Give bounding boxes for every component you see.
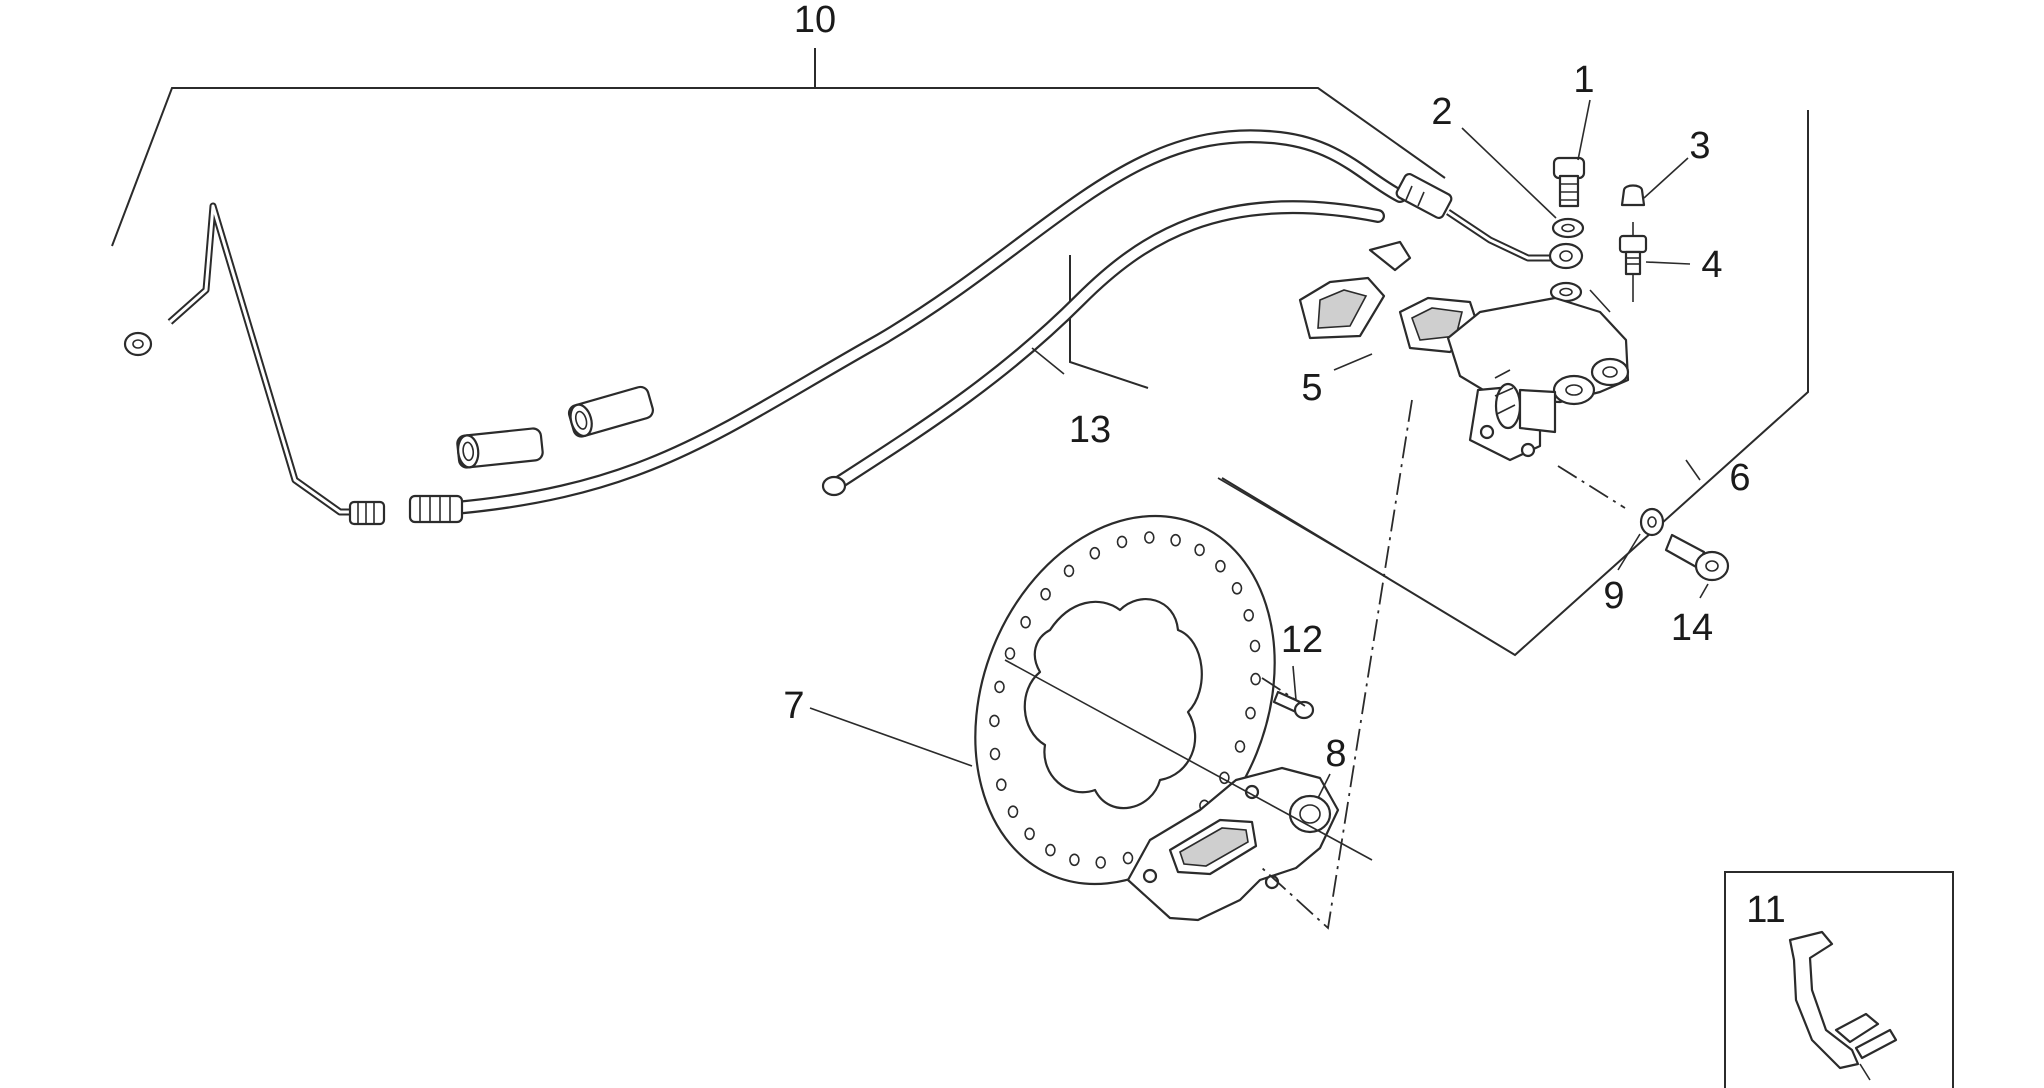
bleed-cap [1620, 184, 1646, 207]
disc-hole [1250, 672, 1261, 686]
disc-hole [1063, 564, 1075, 578]
callout-13: 13 [1069, 409, 1111, 451]
inset-hose-clamp [1724, 871, 1954, 1088]
disc-hole [1004, 647, 1016, 660]
hose-sleeves [456, 385, 654, 469]
disc-hole [994, 680, 1005, 694]
disc-hole [1243, 608, 1254, 622]
disc-holes [989, 531, 1261, 869]
brake-caliper [1446, 274, 1634, 462]
disc-hole [1069, 853, 1080, 867]
disc-hole [1245, 706, 1256, 720]
callout-1: 1 [1573, 59, 1594, 101]
callout-5: 5 [1301, 367, 1322, 409]
callout-10: 10 [794, 0, 836, 41]
brake-hose [408, 129, 1560, 524]
disc-hole [1249, 639, 1261, 653]
bracket-10 [111, 48, 1446, 247]
disc-hole [1020, 615, 1031, 629]
bleed-screw [1618, 222, 1648, 276]
caliper-bolt [1664, 533, 1730, 582]
banjo-bolt [1552, 156, 1586, 208]
disc-hole [1122, 851, 1134, 865]
caliper-washer [1639, 507, 1665, 537]
callout-11: 11 [1746, 889, 1785, 931]
disc-hole [995, 778, 1007, 792]
disc-hole [1194, 543, 1205, 557]
disc-screw [1272, 690, 1315, 720]
disc-hole [1007, 805, 1019, 819]
disc-hole [989, 714, 1000, 728]
callout-labels: 1 2 3 4 5 6 7 8 9 10 11 12 13 14 [783, 0, 1785, 931]
disc-hole [1024, 827, 1035, 841]
callout-12: 12 [1281, 619, 1323, 661]
brake-disc [974, 514, 1276, 886]
disc-hole [1040, 587, 1051, 601]
caliper-bracket [1126, 766, 1340, 922]
sealing-washers [1548, 217, 1585, 303]
leader-lines [809, 99, 1709, 799]
disc-hole [1089, 546, 1101, 560]
disc-hole [989, 747, 1001, 761]
disc-hole [1095, 856, 1106, 869]
vent-tube [821, 200, 1385, 497]
callout-3: 3 [1689, 125, 1710, 167]
disc-hole [1170, 533, 1181, 547]
assembly-lines [1004, 399, 1626, 930]
callout-7: 7 [783, 685, 804, 727]
disc-hole [1231, 581, 1243, 595]
disc-hole [1144, 531, 1155, 544]
disc-hole [1116, 535, 1128, 549]
callout-14: 14 [1671, 607, 1713, 649]
callout-4: 4 [1701, 244, 1722, 286]
disc-hole [1045, 843, 1056, 857]
callout-2: 2 [1431, 91, 1452, 133]
callout-9: 9 [1603, 575, 1624, 617]
callout-8: 8 [1325, 733, 1346, 775]
rigid-brake-pipe [123, 202, 386, 526]
disc-hole [1215, 559, 1226, 573]
callout-6: 6 [1729, 457, 1750, 499]
disc-hole [1234, 740, 1246, 753]
